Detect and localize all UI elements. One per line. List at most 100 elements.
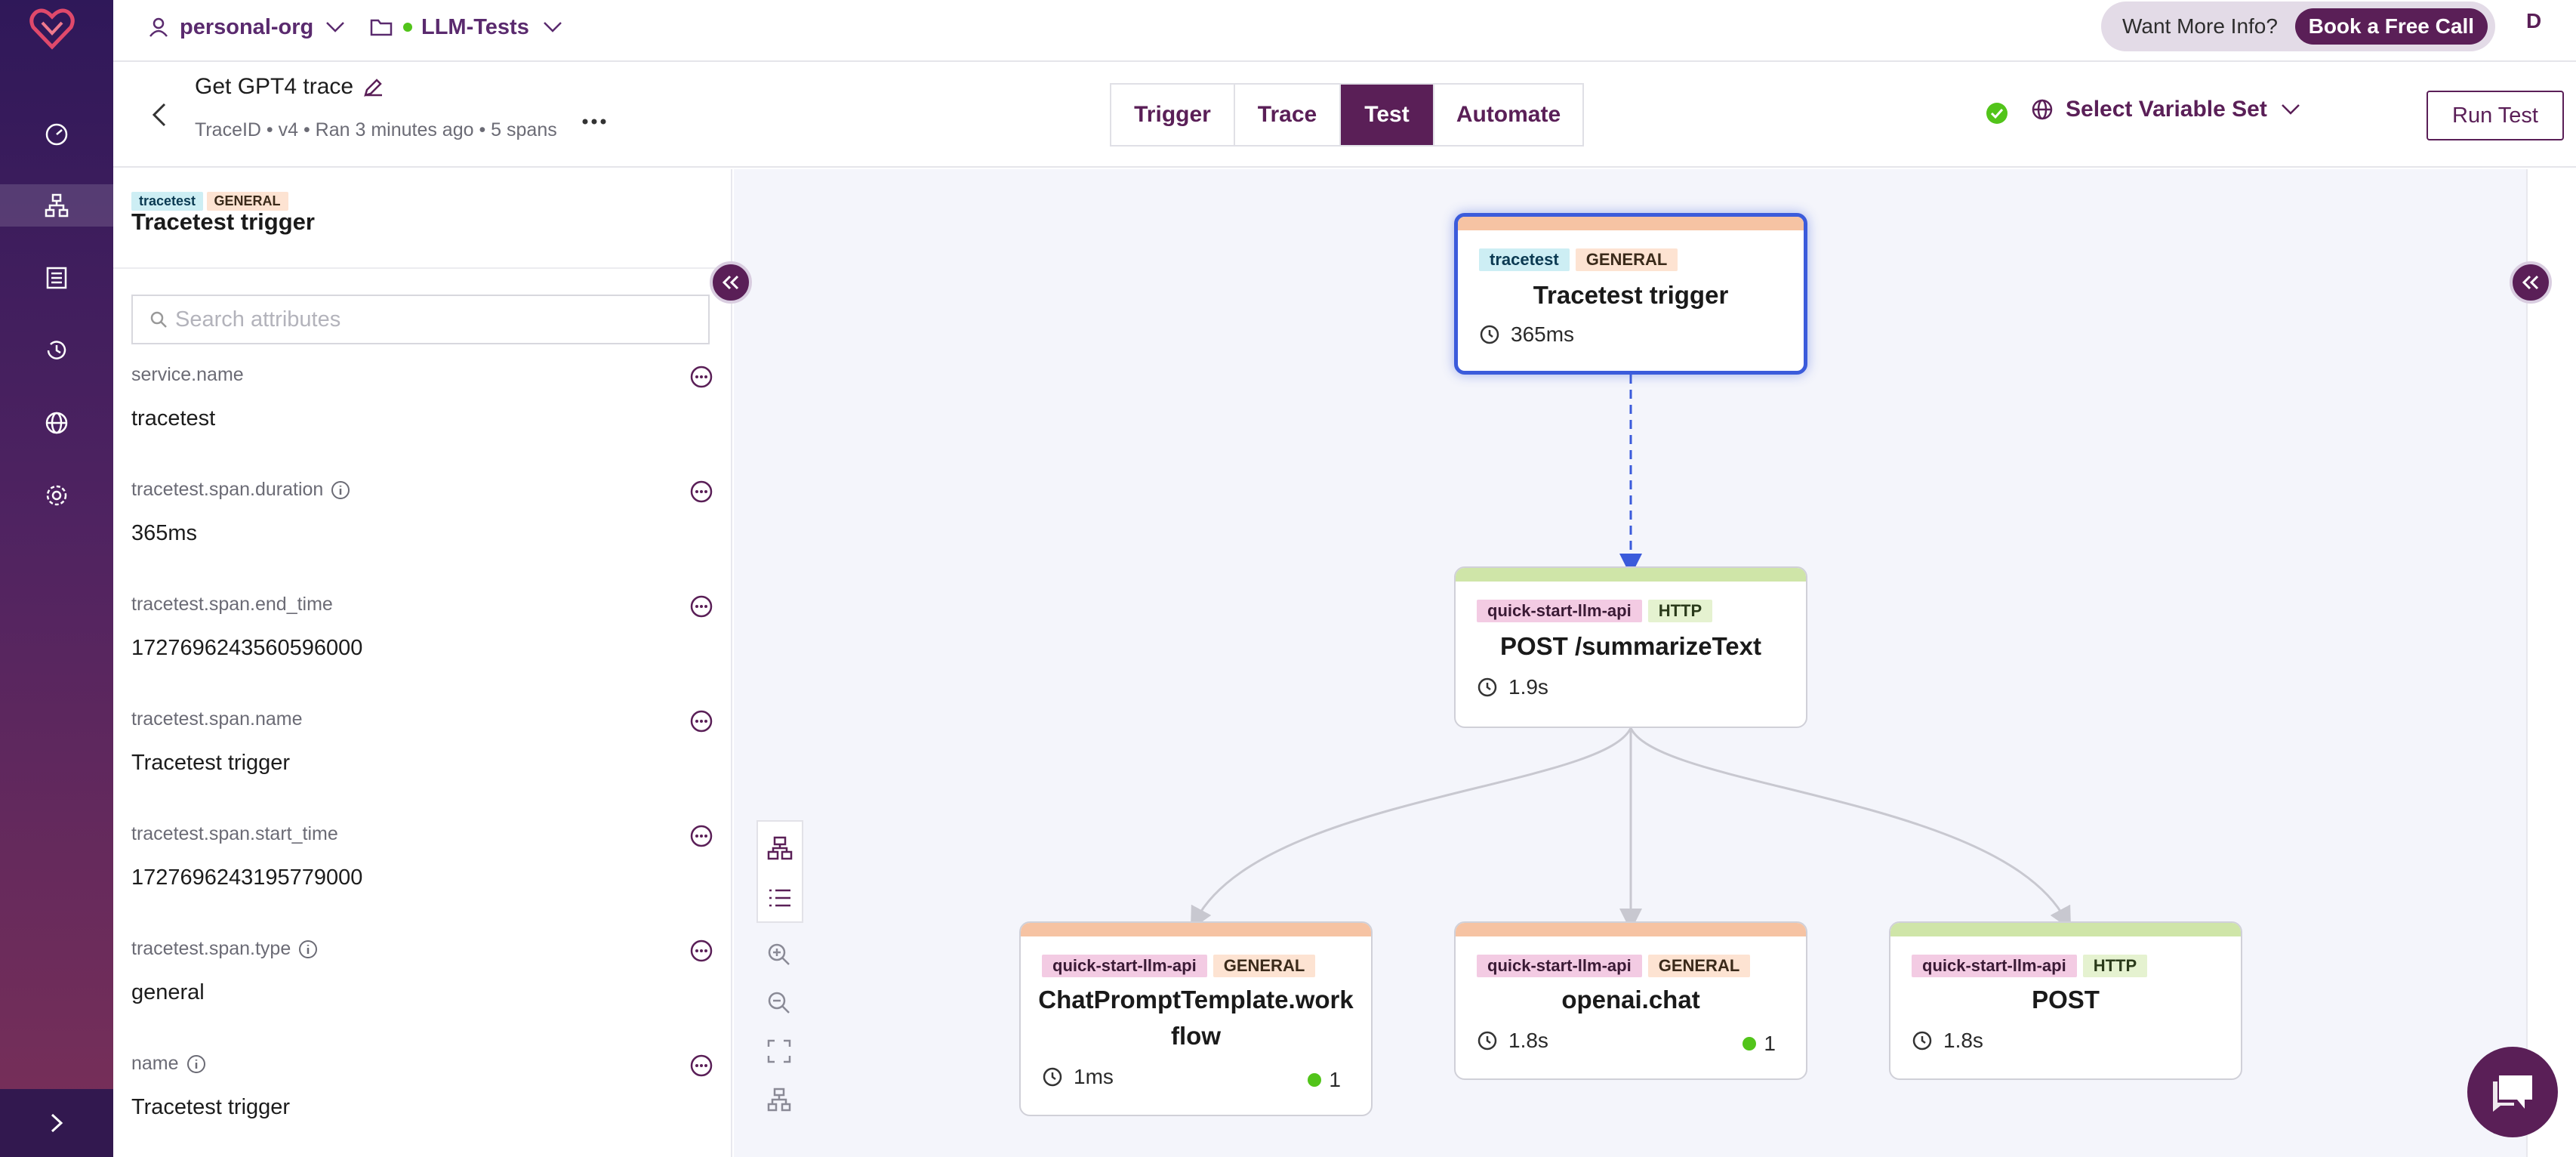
span-node-post[interactable]: quick-start-llm-api HTTP POST 1.8s <box>1889 921 2242 1080</box>
attribute-options-icon[interactable] <box>690 1054 713 1077</box>
attribute-key: tracetest.span.start_time <box>131 823 338 844</box>
test-result-count: 1 <box>1742 1032 1776 1056</box>
attribute-value: 1727696243560596000 <box>131 636 363 660</box>
runs-icon[interactable] <box>35 329 78 372</box>
fit-view-icon[interactable] <box>767 1039 791 1063</box>
node-color-bar <box>1890 923 2241 936</box>
org-selector[interactable]: personal-org <box>148 0 345 54</box>
attribute-options-icon[interactable] <box>690 595 713 618</box>
variable-set-label: Select Variable Set <box>2066 97 2267 122</box>
info-icon[interactable] <box>331 480 350 500</box>
test-suites-icon[interactable] <box>35 257 78 299</box>
node-name: Tracetest trigger <box>1533 281 1729 309</box>
edit-pencil-icon[interactable] <box>362 77 384 98</box>
test-tabs: Trigger Trace Test Automate <box>1110 83 1584 147</box>
attribute-options-icon[interactable] <box>690 825 713 847</box>
zoom-in-icon[interactable] <box>767 943 791 967</box>
variable-set-selector[interactable]: Select Variable Set <box>2031 97 2300 122</box>
clock-icon <box>1477 1030 1498 1051</box>
span-node-openai-chat[interactable]: quick-start-llm-api GENERAL openai.chat … <box>1454 921 1807 1080</box>
attribute-options-icon[interactable] <box>690 710 713 733</box>
clock-icon <box>1479 324 1500 345</box>
settings-icon[interactable] <box>35 474 78 517</box>
user-icon <box>148 17 169 38</box>
type-tag: GENERAL <box>1647 955 1751 977</box>
promo-text: Want More Info? <box>2122 14 2278 38</box>
tab-trace[interactable]: Trace <box>1235 85 1341 145</box>
graph-edges <box>1190 375 2072 931</box>
tab-test[interactable]: Test <box>1341 85 1434 145</box>
tracetest-logo[interactable] <box>27 3 77 53</box>
duration-value: 1ms <box>1074 1065 1114 1088</box>
chat-support-button[interactable] <box>2467 1047 2558 1137</box>
attribute-options-icon[interactable] <box>690 480 713 503</box>
span-tags: tracetest GENERAL <box>131 192 288 211</box>
search-input[interactable] <box>175 307 689 332</box>
span-node-post-summarize[interactable]: quick-start-llm-api HTTP POST /summarize… <box>1454 566 1807 728</box>
node-duration: 1.9s <box>1477 675 1548 699</box>
attribute-row: tracetest.span.duration 365ms <box>131 479 713 585</box>
span-node-tracetest-trigger[interactable]: tracetest GENERAL Tracetest trigger 365m… <box>1454 213 1807 375</box>
attribute-row: service.name tracetest <box>131 364 713 470</box>
tab-trigger[interactable]: Trigger <box>1111 85 1235 145</box>
attribute-options-icon[interactable] <box>690 366 713 388</box>
info-icon[interactable] <box>186 1054 206 1074</box>
zoom-out-icon[interactable] <box>767 991 791 1015</box>
test-result-count: 1 <box>1308 1068 1341 1092</box>
edge-summarize-workflow <box>1190 727 1632 930</box>
expand-nav-button[interactable] <box>0 1089 113 1157</box>
dashboard-icon[interactable] <box>35 113 78 156</box>
graph-view-icon[interactable] <box>767 836 793 860</box>
book-call-button[interactable]: Book a Free Call <box>2294 8 2488 45</box>
pass-dot <box>1742 1037 1757 1051</box>
attribute-key: service.name <box>131 364 244 385</box>
attribute-value: general <box>131 980 205 1004</box>
tests-icon[interactable] <box>0 184 113 227</box>
project-selector[interactable]: LLM-Tests <box>370 0 562 54</box>
divider <box>113 267 731 269</box>
node-tags: tracetest GENERAL <box>1479 248 1678 271</box>
service-tag: quick-start-llm-api <box>1477 955 1642 977</box>
tab-automate[interactable]: Automate <box>1456 102 1561 127</box>
type-tag: GENERAL <box>1213 955 1316 977</box>
test-header: Get GPT4 trace TraceID • v4 • Ran 3 minu… <box>113 63 2576 168</box>
user-avatar[interactable]: D <box>2526 9 2542 32</box>
info-icon[interactable] <box>298 939 318 959</box>
attribute-value: Tracetest trigger <box>131 751 291 775</box>
more-options-icon[interactable] <box>581 118 607 125</box>
run-test-button[interactable]: Run Test <box>2427 91 2564 140</box>
service-tag: quick-start-llm-api <box>1042 955 1207 977</box>
expand-right-panel-button[interactable] <box>2510 261 2552 304</box>
duration-value: 365ms <box>1511 322 1575 346</box>
type-tag: GENERAL <box>206 192 288 211</box>
chevron-down-icon <box>543 21 562 33</box>
environments-icon[interactable] <box>35 402 78 444</box>
attribute-options-icon[interactable] <box>690 939 713 962</box>
layout-icon[interactable] <box>767 1088 791 1112</box>
list-view-icon[interactable] <box>768 888 792 908</box>
duration-value: 1.8s <box>1508 1029 1548 1052</box>
folder-icon <box>370 17 393 37</box>
type-tag: HTTP <box>1647 600 1713 622</box>
attribute-row: tracetest.span.start_time 17276962431957… <box>131 823 713 929</box>
view-toggle-toolbar <box>756 820 803 923</box>
node-tags: quick-start-llm-api GENERAL <box>1042 955 1316 977</box>
node-duration: 1.8s <box>1477 1029 1548 1053</box>
test-title: Get GPT4 trace <box>195 74 354 99</box>
chevron-down-icon <box>325 21 345 33</box>
collapse-left-panel-button[interactable] <box>710 261 752 304</box>
service-tag: quick-start-llm-api <box>1912 955 2077 977</box>
node-duration: 1.8s <box>1912 1029 1983 1053</box>
service-tag: tracetest <box>1479 248 1570 271</box>
trace-graph-canvas[interactable]: tracetest GENERAL Tracetest trigger 365m… <box>734 169 2526 1157</box>
back-arrow-icon[interactable] <box>149 101 168 128</box>
span-node-chatprompttemplate[interactable]: quick-start-llm-api GENERAL ChatPromptTe… <box>1019 921 1373 1116</box>
node-tags: quick-start-llm-api GENERAL <box>1477 955 1751 977</box>
count-value: 1 <box>1329 1068 1341 1091</box>
attribute-key: name <box>131 1053 179 1074</box>
attribute-key: tracetest.span.end_time <box>131 594 333 615</box>
attribute-row: tracetest.span.type general <box>131 938 713 1044</box>
node-color-bar <box>1456 923 1806 936</box>
edge-summarize-post <box>1629 727 2072 930</box>
attribute-value: tracetest <box>131 406 216 430</box>
